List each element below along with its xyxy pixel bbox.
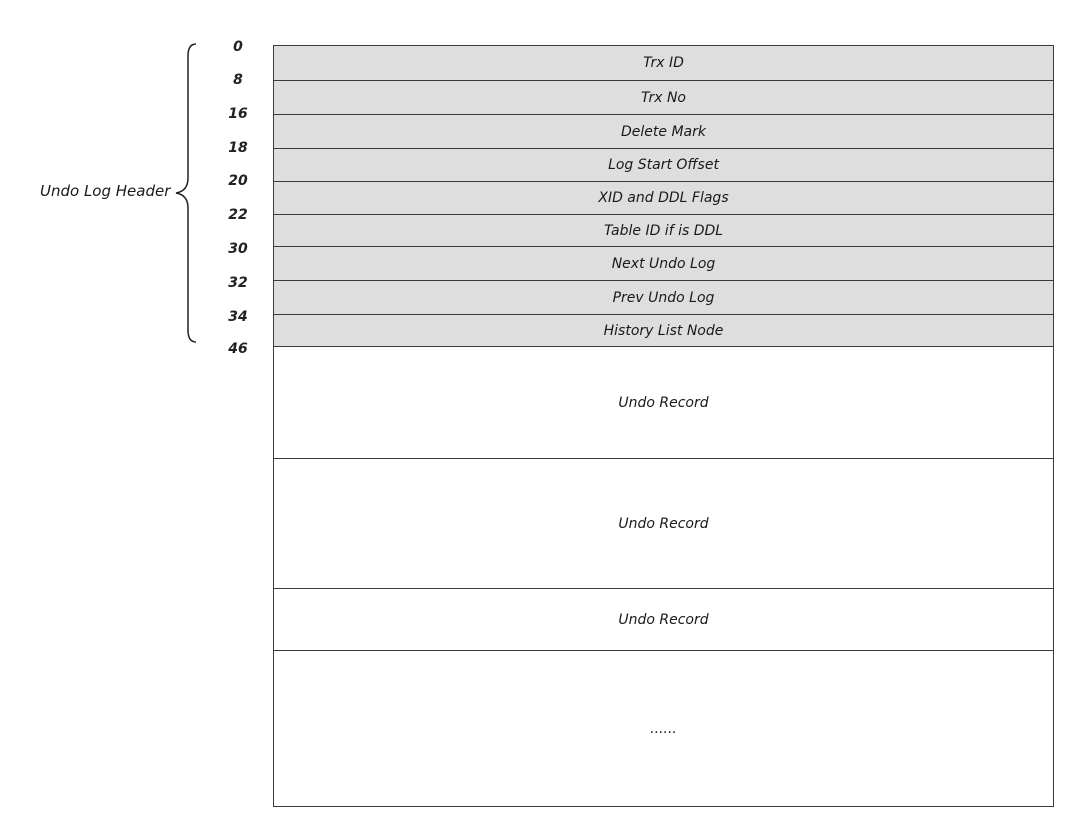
undo-record-block: Undo Record [274, 347, 1053, 459]
block-label: Undo Record [618, 611, 709, 628]
field-label: History List Node [603, 322, 724, 339]
field-label: Trx ID [643, 55, 684, 71]
field-label: Delete Mark [621, 123, 706, 140]
offset-label: 20 [228, 173, 248, 189]
field-prev-undo-log: Prev Undo Log [274, 281, 1053, 315]
offset-label: 0 [233, 39, 243, 55]
offset-label: 46 [228, 341, 248, 357]
field-label: Log Start Offset [608, 157, 719, 173]
field-label: XID and DDL Flags [598, 190, 729, 206]
header-brace [175, 43, 197, 343]
field-label: Prev Undo Log [612, 289, 715, 306]
field-history-list-node: History List Node [274, 315, 1053, 347]
block-label: Undo Record [618, 515, 709, 532]
field-trx-id: Trx ID [274, 46, 1053, 81]
offset-label: 32 [228, 275, 248, 291]
field-xid-ddl-flags: XID and DDL Flags [274, 182, 1053, 215]
undo-record-block: Undo Record [274, 589, 1053, 651]
field-label: Next Undo Log [611, 255, 716, 272]
offset-label: 34 [228, 309, 248, 325]
offset-column: 0 8 16 18 20 22 30 32 34 46 [220, 0, 260, 831]
offset-label: 16 [228, 106, 248, 122]
offset-label: 22 [228, 207, 248, 223]
ellipsis-label: ...... [650, 720, 677, 737]
continuation-block: ...... [274, 651, 1053, 806]
field-delete-mark: Delete Mark [274, 115, 1053, 149]
undo-log-page-layout: Trx ID Trx No Delete Mark Log Start Offs… [273, 45, 1054, 807]
offset-label: 30 [228, 241, 248, 257]
offset-label: 8 [233, 72, 243, 88]
undo-log-header-label: Undo Log Header [40, 182, 171, 200]
field-next-undo-log: Next Undo Log [274, 247, 1053, 281]
field-label: Trx No [641, 89, 686, 106]
block-label: Undo Record [618, 394, 709, 411]
field-label: Table ID if is DDL [603, 222, 724, 239]
offset-label: 18 [228, 140, 248, 156]
field-trx-no: Trx No [274, 81, 1053, 115]
field-table-id: Table ID if is DDL [274, 215, 1053, 247]
undo-record-block: Undo Record [274, 459, 1053, 589]
field-log-start-offset: Log Start Offset [274, 149, 1053, 182]
